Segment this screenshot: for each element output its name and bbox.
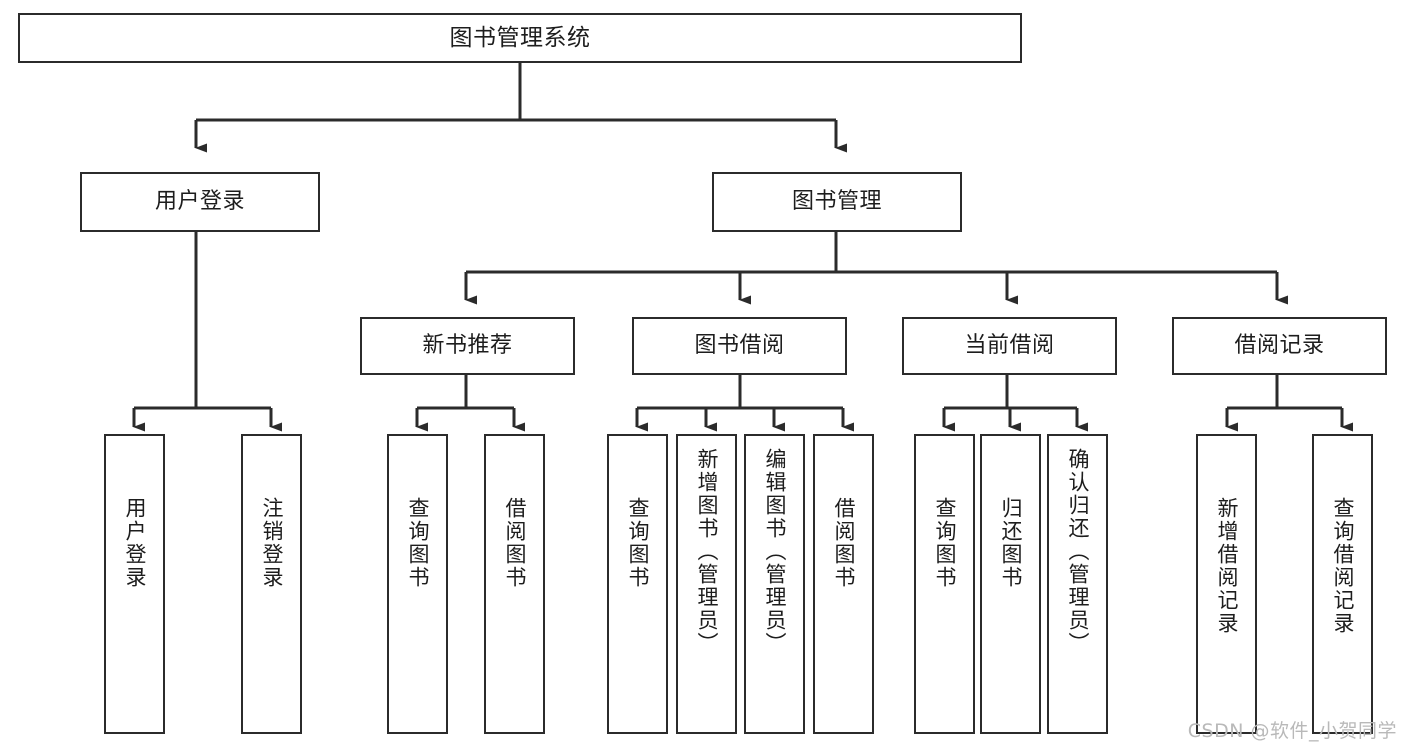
- node-label: 当前借阅: [964, 333, 1055, 359]
- node-root-book-management-system[interactable]: 图书管理系统: [18, 13, 1022, 63]
- node-label: 确认归还（管理员）: [1066, 448, 1090, 655]
- node-new-book-recommendation[interactable]: 新书推荐: [360, 317, 575, 375]
- node-leaf-query-book-recommend[interactable]: 查询图书: [387, 434, 448, 734]
- book-manage-to-level3-connectors: [464, 232, 1288, 305]
- root-to-level2-connectors: [194, 63, 847, 153]
- node-leaf-edit-book-admin[interactable]: 编辑图书（管理员）: [744, 434, 805, 734]
- node-label: 借阅图书: [503, 497, 527, 589]
- node-leaf-query-borrow-record[interactable]: 查询借阅记录: [1312, 434, 1373, 734]
- node-user-login[interactable]: 用户登录: [80, 172, 320, 232]
- node-label: 图书管理系统: [449, 24, 591, 51]
- node-book-management[interactable]: 图书管理: [712, 172, 962, 232]
- node-label: 查询图书: [933, 497, 957, 589]
- node-leaf-borrow-book-recommend[interactable]: 借阅图书: [484, 434, 545, 734]
- node-label: 用户登录: [123, 497, 147, 589]
- user-login-to-leaves-connectors: [132, 232, 282, 432]
- node-leaf-query-book-current[interactable]: 查询图书: [914, 434, 975, 734]
- new-book-rec-to-leaves-connectors: [415, 375, 525, 432]
- node-label: 新书推荐: [422, 333, 513, 359]
- node-label: 借阅图书: [832, 497, 856, 589]
- node-leaf-add-borrow-record[interactable]: 新增借阅记录: [1196, 434, 1257, 734]
- node-leaf-return-book[interactable]: 归还图书: [980, 434, 1041, 734]
- node-leaf-add-book-admin[interactable]: 新增图书（管理员）: [676, 434, 737, 734]
- node-label: 查询图书: [626, 497, 650, 589]
- current-borrow-to-leaves-connectors: [942, 375, 1088, 432]
- node-leaf-user-login[interactable]: 用户登录: [104, 434, 165, 734]
- book-borrow-to-leaves-connectors: [635, 375, 854, 432]
- node-leaf-confirm-return-admin[interactable]: 确认归还（管理员）: [1047, 434, 1108, 734]
- node-book-borrow[interactable]: 图书借阅: [632, 317, 847, 375]
- node-label: 查询借阅记录: [1331, 497, 1355, 635]
- csdn-watermark: CSDN @软件_小贺同学: [1187, 720, 1397, 742]
- node-leaf-logout[interactable]: 注销登录: [241, 434, 302, 734]
- node-label: 查询图书: [406, 497, 430, 589]
- node-label: 图书管理: [791, 189, 882, 215]
- node-label: 注销登录: [260, 497, 284, 589]
- node-leaf-borrow-book[interactable]: 借阅图书: [813, 434, 874, 734]
- node-current-borrow[interactable]: 当前借阅: [902, 317, 1117, 375]
- node-label: 编辑图书（管理员）: [763, 448, 787, 655]
- borrow-record-to-leaves-connectors: [1225, 375, 1353, 432]
- node-label: 新增借阅记录: [1215, 497, 1239, 635]
- node-label: 新增图书（管理员）: [695, 448, 719, 655]
- node-label: 借阅记录: [1234, 333, 1325, 359]
- node-borrow-record[interactable]: 借阅记录: [1172, 317, 1387, 375]
- node-label: 图书借阅: [694, 333, 785, 359]
- node-label: 用户登录: [154, 189, 245, 215]
- node-leaf-query-book-borrow[interactable]: 查询图书: [607, 434, 668, 734]
- node-label: 归还图书: [999, 497, 1023, 589]
